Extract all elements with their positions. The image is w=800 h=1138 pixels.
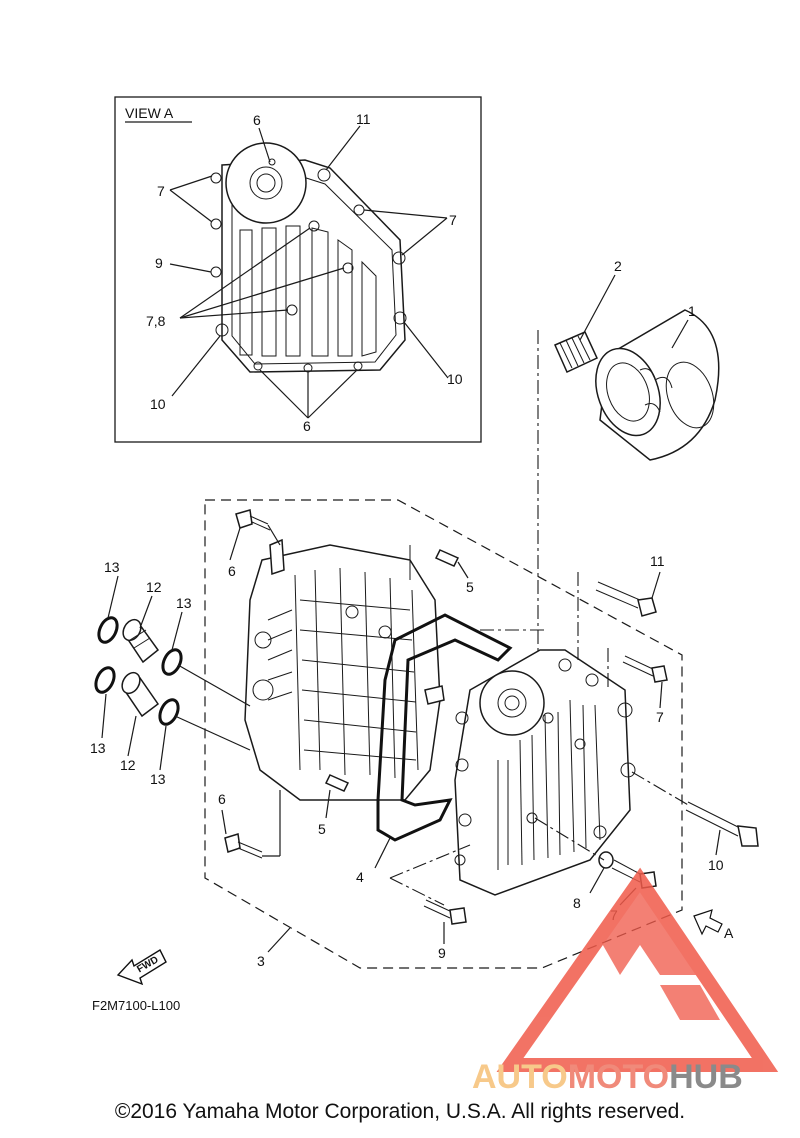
view-label-6-bottom: 6 xyxy=(303,418,311,434)
callout-13-c: 13 xyxy=(90,740,106,756)
copyright-notice: ©2016 Yamaha Motor Corporation, U.S.A. A… xyxy=(114,1100,686,1123)
callout-13-a: 13 xyxy=(104,559,120,575)
callout-7-upper: 7 xyxy=(656,709,664,725)
watermark-moto: MOTO xyxy=(568,1058,669,1096)
view-label-6-top: 6 xyxy=(253,112,261,128)
assembly-boundary xyxy=(204,499,683,969)
view-a-pointer-label: A xyxy=(724,925,734,941)
pipe-couplings xyxy=(121,618,160,718)
bolt-11 xyxy=(577,571,661,660)
bolt-7-upper xyxy=(607,648,668,709)
callout-11: 11 xyxy=(650,553,665,569)
callout-2: 2 xyxy=(614,258,622,274)
callout-3: 3 xyxy=(257,953,265,969)
oil-filter xyxy=(595,309,720,461)
watermark-logo xyxy=(496,867,779,1072)
oil-cooler-cover xyxy=(454,649,636,896)
watermark-text: AUTOMOTOHUB xyxy=(472,1058,743,1096)
view-label-10-right: 10 xyxy=(447,371,463,387)
view-a-inset: VIEW A xyxy=(114,96,482,443)
dowel-pins xyxy=(324,545,469,819)
callout-9: 9 xyxy=(438,945,446,961)
union-bolt xyxy=(554,331,598,374)
callout-8: 8 xyxy=(573,895,581,911)
gasket xyxy=(376,613,513,842)
callout-5-upper: 5 xyxy=(466,579,474,595)
washer-8 xyxy=(534,817,614,894)
callout-4: 4 xyxy=(356,869,364,885)
callout-6-lower: 6 xyxy=(218,791,226,807)
callout-12-upper: 12 xyxy=(146,579,162,595)
callout-13-d: 13 xyxy=(150,771,166,787)
bolt-10 xyxy=(631,771,759,856)
bolt-6-bottom xyxy=(221,790,281,859)
bolt-6-top xyxy=(229,509,281,561)
callout-12-lower: 12 xyxy=(120,757,136,773)
bolt-9 xyxy=(389,844,471,944)
callout-1: 1 xyxy=(688,303,696,319)
oil-cooler-housing xyxy=(244,538,445,801)
callout-10: 10 xyxy=(708,857,724,873)
view-a-pointer: A xyxy=(693,909,734,941)
callout-5-lower: 5 xyxy=(318,821,326,837)
view-label-7-right: 7 xyxy=(449,212,457,228)
diagram-code: F2M7100-L100 xyxy=(92,998,180,1013)
callout-6-upper: 6 xyxy=(228,563,236,579)
view-a-title: VIEW A xyxy=(125,105,174,121)
view-label-7-left: 7 xyxy=(157,183,165,199)
fwd-arrow-icon: FWD xyxy=(116,949,167,986)
view-label-7-8: 7,8 xyxy=(146,313,166,329)
callout-13-b: 13 xyxy=(176,595,192,611)
watermark-hub: HUB xyxy=(669,1058,743,1096)
view-label-10-left: 10 xyxy=(150,396,166,412)
watermark-auto: AUTO xyxy=(472,1058,568,1096)
view-label-9: 9 xyxy=(155,255,163,271)
view-label-11: 11 xyxy=(356,111,371,127)
